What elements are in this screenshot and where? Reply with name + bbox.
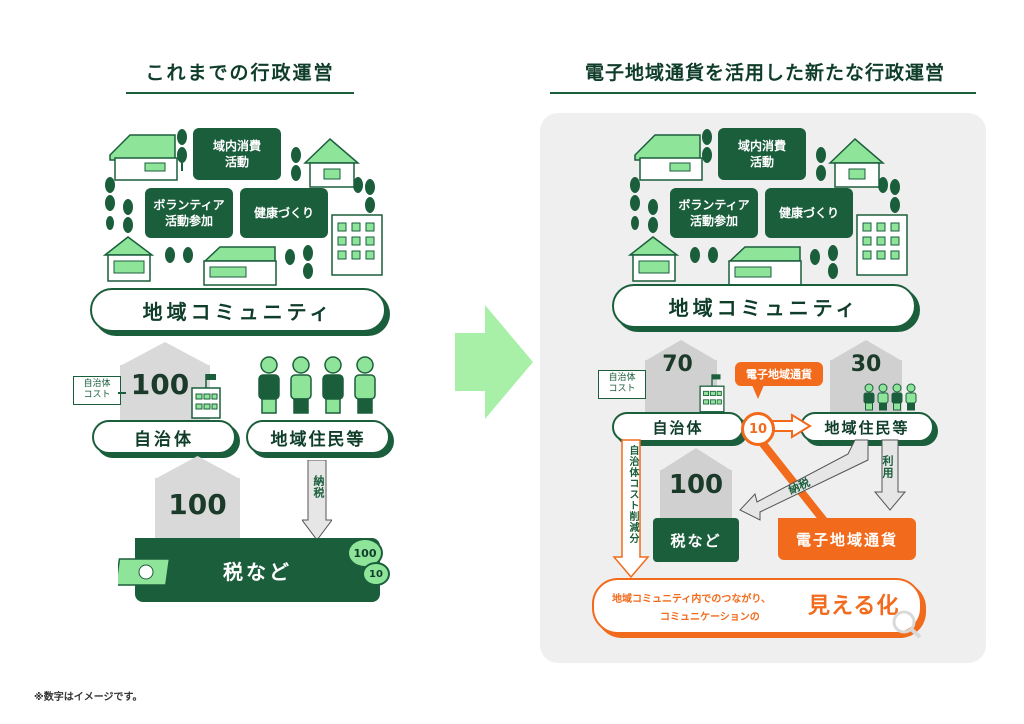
right-tax-house-shape	[660, 470, 732, 522]
right-residents-value: 30	[850, 352, 882, 377]
cost-reduction-label: 自治体コスト削減分	[627, 445, 638, 544]
right-title: 電子地域通貨を活用した新たな行政運営	[584, 62, 945, 84]
coin-icon-10: 10	[362, 562, 390, 586]
right-flow-arrows	[612, 413, 907, 579]
left-gov-house-roof	[120, 342, 210, 366]
right-cost-tag: 自治体 コスト	[598, 370, 646, 399]
right-activity-health: 健康づくり	[765, 188, 853, 238]
left-cost-tag-connector	[118, 392, 126, 394]
left-tax-box: 税など	[135, 538, 380, 602]
left-tax-value: 100	[168, 488, 227, 521]
residents-people-icon	[258, 356, 376, 414]
visualization-emphasis: 見える化	[808, 594, 900, 619]
currency-speech-bubble: 電子地域通貨	[735, 362, 823, 386]
left-gov-pill: 自治体	[92, 420, 236, 454]
left-tax-arrow	[302, 460, 332, 541]
house-icon	[828, 137, 886, 188]
left-cost-tag: 自治体 コスト	[73, 376, 121, 405]
right-gov-value: 70	[662, 352, 693, 377]
right-activity-local-consumption: 域内消費 活動	[718, 128, 806, 180]
banknote-icon	[118, 558, 171, 586]
building-icon	[856, 214, 908, 276]
house-icon	[303, 137, 361, 188]
right-tax-box: 税など	[653, 518, 739, 562]
city-hall-icon	[699, 374, 725, 413]
left-activity-local-consumption: 域内消費 活動	[193, 128, 281, 180]
left-title: これまでの行政運営	[145, 62, 335, 84]
right-residents-pill: 地域住民等	[800, 412, 934, 442]
transition-arrow-icon	[455, 305, 533, 419]
left-activity-health: 健康づくり	[240, 188, 328, 238]
left-tax-house-shape	[155, 478, 240, 540]
right-gov-pill: 自治体	[612, 412, 744, 442]
house-icon	[102, 236, 155, 282]
left-community-pill: 地域コミュニティ	[90, 288, 386, 332]
building-icon	[331, 214, 383, 276]
right-title-underline	[550, 92, 976, 94]
right-community-pill: 地域コミュニティ	[612, 284, 916, 328]
currency-box: 電子地域通貨	[778, 518, 916, 560]
visualization-line2: コミュニケーションの	[660, 612, 760, 623]
house-icon	[634, 134, 703, 181]
city-hall-icon	[191, 374, 221, 419]
visualization-pill	[592, 578, 922, 634]
house-icon	[109, 134, 178, 181]
use-label: 利用	[881, 455, 894, 479]
visualization-line1: 地域コミュニティ内でのつながり、	[612, 594, 771, 605]
right-tax-value: 100	[668, 470, 724, 500]
currency-flow-value-circle: 10	[741, 412, 775, 446]
left-gov-value: 100	[130, 368, 190, 401]
magnifier-icon	[892, 610, 922, 639]
right-town-illustration	[627, 129, 908, 286]
left-residents-pill: 地域住民等	[246, 420, 390, 454]
coin-icon-100: 100	[347, 538, 383, 568]
footnote: ※数字はイメージです。	[34, 692, 143, 703]
left-title-underline	[126, 92, 354, 94]
right-activity-volunteer: ボランティア 活動参加	[670, 188, 758, 238]
house-icon	[627, 236, 680, 282]
residents-people-icon	[863, 383, 917, 411]
house-icon	[203, 246, 277, 286]
left-tax-arrow-label: 納税	[312, 475, 325, 499]
left-tax-house-roof	[155, 456, 240, 479]
left-activity-volunteer: ボランティア 活動参加	[145, 188, 233, 238]
house-icon	[728, 246, 802, 286]
left-town-illustration	[102, 129, 383, 286]
